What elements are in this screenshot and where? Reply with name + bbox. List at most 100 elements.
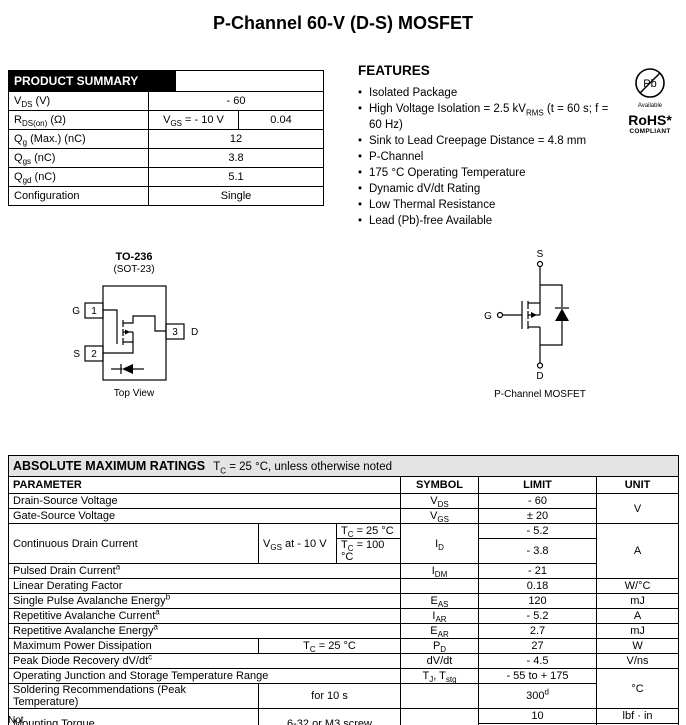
param-value-qgd: 5.1: [148, 167, 324, 187]
parameter-cell: Drain-Source Voltage: [8, 493, 401, 509]
condition-cell: TC = 25 °C: [258, 638, 401, 654]
parameter-cell: Gate-Source Voltage: [8, 508, 401, 524]
features-section: FEATURES Isolated Package High Voltage I…: [358, 63, 622, 229]
symbol-cell: dV/dt: [400, 653, 479, 669]
schematic-source-label: S: [537, 249, 544, 260]
product-summary-header-row: PRODUCT SUMMARY: [8, 70, 324, 92]
table-row: RDS(on) (Ω) VGS = - 10 V 0.04: [8, 110, 324, 130]
compliance-badges: Pb Available RoHS* COMPLIANT: [622, 66, 678, 135]
abs-max-table: ABSOLUTE MAXIMUM RATINGS TC = 25 °C, unl…: [7, 455, 680, 725]
table-row: Qgs (nC) 3.8: [8, 148, 324, 168]
symbol-cell: TJ, Tstg: [400, 668, 479, 684]
symbol-cell: IAR: [400, 608, 479, 624]
condition-cell: TC = 25 °C: [336, 523, 401, 539]
product-summary-table: PRODUCT SUMMARY VDS (V) - 60 RDS(on) (Ω)…: [8, 70, 324, 206]
param-value-qg: 12: [148, 129, 324, 149]
limit-cell: - 55 to + 175: [478, 668, 597, 684]
limit-cell: - 21: [478, 563, 597, 579]
unit-cell: lbf · in: [595, 708, 680, 724]
param-label-vds: VDS (V): [8, 91, 149, 111]
param-label-qgs: Qgs (nC): [8, 148, 149, 168]
table-row: Drain-Source Voltage VDS - 60 V: [8, 493, 680, 524]
symbol-cell: VGS: [400, 508, 479, 524]
features-header: FEATURES: [358, 63, 430, 78]
param-value-config: Single: [148, 186, 324, 206]
abs-max-title: ABSOLUTE MAXIMUM RATINGS: [13, 459, 206, 473]
table-row: VDS (V) - 60: [8, 91, 324, 111]
package-variant: (SOT-23): [113, 264, 154, 275]
param-label-qgd: Qgd (nC): [8, 167, 149, 187]
table-row: Mounting Torque 6-32 or M3 screw 10 lbf …: [8, 708, 680, 725]
symbol-cell: PD: [400, 638, 479, 654]
table-row: Continuous Drain Current VGS at - 10 V T…: [8, 523, 680, 579]
table-row: Soldering Recommendations (Peak Temperat…: [8, 683, 679, 709]
limit-cell: 2.7: [478, 623, 597, 639]
notes-label: Not: [8, 715, 24, 725]
schematic-gate-label: G: [484, 311, 492, 322]
table-row: Repetitive Avalanche Currenta IAR - 5.2 …: [8, 608, 680, 624]
param-value-rds: 0.04: [238, 110, 324, 130]
limit-cell: 27: [478, 638, 597, 654]
source-label: S: [73, 349, 80, 360]
table-row: Gate-Source Voltage VGS ± 20: [8, 508, 679, 524]
col-header-symbol: SYMBOL: [400, 476, 479, 494]
unit-cell: V: [595, 493, 680, 524]
symbol-cell-empty: [400, 683, 479, 709]
package-name: TO-236: [115, 251, 152, 263]
condition-cell: VGS at - 10 V: [258, 523, 337, 564]
param-value-qgs: 3.8: [148, 148, 324, 168]
parameter-cell: Linear Derating Factor: [8, 578, 401, 594]
symbol-cell-empty: [400, 578, 479, 594]
table-row: Repetitive Avalanche Energya EAR 2.7 mJ: [8, 623, 680, 639]
limit-cell: ± 20: [478, 508, 597, 524]
feature-item: 175 °C Operating Temperature: [358, 165, 622, 181]
table-row: Configuration Single: [8, 186, 324, 206]
param-label-rds: RDS(on) (Ω): [8, 110, 149, 130]
abs-max-title-cell: ABSOLUTE MAXIMUM RATINGS TC = 25 °C, unl…: [7, 455, 680, 477]
unit-cell: W/°C: [595, 578, 680, 594]
unit-cell: °C: [595, 668, 680, 709]
unit-cell: A: [595, 523, 680, 579]
rohs-compliant-label: COMPLIANT: [629, 128, 671, 135]
limit-cell: - 5.2: [478, 608, 597, 624]
pin3-number: 3: [172, 327, 178, 338]
parameter-cell: Repetitive Avalanche Currenta: [8, 608, 401, 624]
condition-cell: TC = 100 °C: [336, 538, 401, 564]
table-row: 1.1 N · m: [9, 723, 680, 725]
pin2-number: 2: [91, 349, 97, 360]
pb-free-icon: Pb: [635, 68, 665, 98]
table-row: Operating Junction and Storage Temperatu…: [8, 668, 680, 709]
param-label-qg: Qg (Max.) (nC): [8, 129, 149, 149]
parameter-cell: Peak Diode Recovery dV/dtc: [8, 653, 401, 669]
limit-cell: - 4.5: [478, 653, 597, 669]
feature-item: Sink to Lead Creepage Distance = 4.8 mm: [358, 133, 622, 149]
parameter-cell: Repetitive Avalanche Energya: [8, 623, 401, 639]
product-summary-header-cell: PRODUCT SUMMARY: [8, 70, 324, 92]
feature-item: High Voltage Isolation = 2.5 kVRMS (t = …: [358, 101, 622, 133]
table-row: Qg (Max.) (nC) 12: [8, 129, 324, 149]
col-header-limit: LIMIT: [478, 476, 597, 494]
parameter-cell: Operating Junction and Storage Temperatu…: [8, 668, 401, 684]
unit-cell: V/ns: [595, 653, 680, 669]
schematic-drain-label: D: [536, 371, 543, 382]
abs-max-columns-row: PARAMETER SYMBOL LIMIT UNIT: [8, 476, 680, 494]
mosfet-schematic: S G D P-Channel MOSFET: [484, 249, 586, 400]
symbol-cell: EAS: [400, 593, 479, 609]
body-diode-icon: [555, 308, 569, 321]
package-outline: [102, 285, 167, 381]
product-summary-header: PRODUCT SUMMARY: [9, 71, 176, 91]
param-label-config: Configuration: [8, 186, 149, 206]
symbol-cell: IDM: [400, 563, 479, 579]
param-cond-rds: VGS = - 10 V: [148, 110, 239, 130]
feature-item: P-Channel: [358, 149, 622, 165]
unit-cell: A: [595, 608, 680, 624]
limit-cell: 300d: [478, 683, 597, 709]
symbol-cell-empty: [400, 708, 479, 725]
features-list: Isolated Package High Voltage Isolation …: [358, 85, 622, 229]
package-caption: Top View: [114, 388, 155, 399]
table-row: Maximum Power Dissipation TC = 25 °C PD …: [8, 638, 680, 654]
limit-cell: 0.18: [478, 578, 597, 594]
table-row: Qgd (nC) 5.1: [8, 167, 324, 187]
feature-item: Lead (Pb)-free Available: [358, 213, 622, 229]
